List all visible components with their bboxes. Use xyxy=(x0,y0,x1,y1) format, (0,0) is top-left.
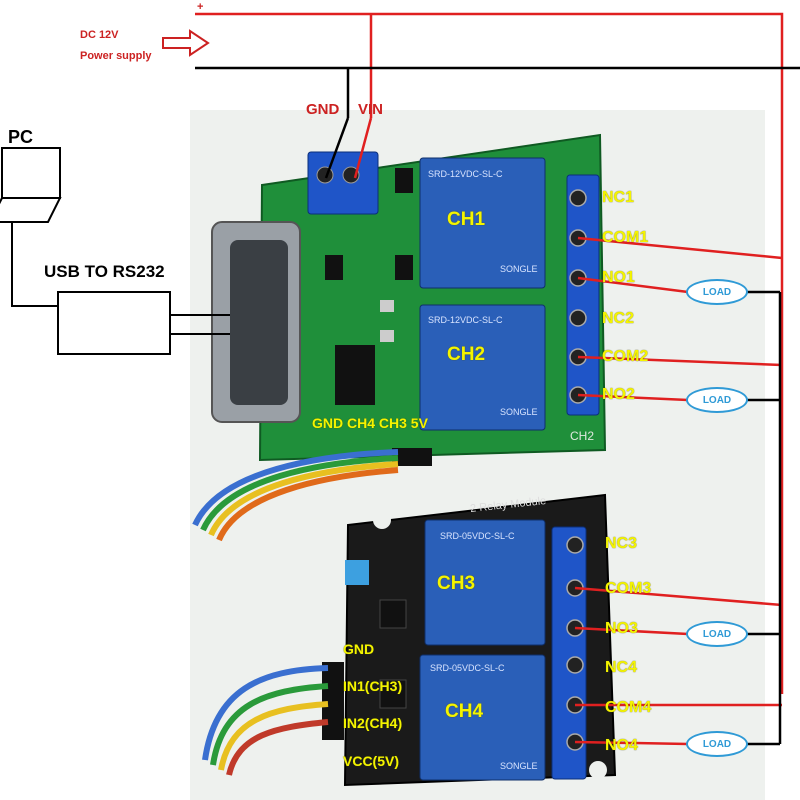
relay-model-ch4: SRD-05VDC-SL-C xyxy=(430,663,505,673)
power-positive-wire xyxy=(195,12,784,746)
relay-board-2 xyxy=(322,493,617,787)
relay-ch1 xyxy=(419,157,546,289)
load-4: LOAD xyxy=(686,731,748,757)
silk-ch2-label: CH2 xyxy=(570,429,595,443)
input-header-1 xyxy=(392,448,432,466)
terminal-vin-label: VIN xyxy=(358,101,384,118)
terminal-label-com1: COM1 xyxy=(602,229,649,246)
relay-label-ch2: CH2 xyxy=(447,344,486,365)
input-header-2 xyxy=(322,662,344,740)
relay-brand-ch1: SONGLE xyxy=(500,264,538,274)
input-label-vcc: VCC(5V) xyxy=(343,753,400,769)
terminal-label-no2: NO2 xyxy=(602,386,635,403)
pc-icon xyxy=(0,147,62,223)
terminal-label-nc1: NC1 xyxy=(602,189,635,206)
relay-ch2 xyxy=(419,304,546,431)
input-label-in2: IN2(CH4) xyxy=(343,715,403,731)
power-terminal-block xyxy=(307,151,379,215)
terminal-label-no4: NO4 xyxy=(605,737,638,754)
load-1: LOAD xyxy=(686,279,748,305)
terminal-label-nc4: NC4 xyxy=(605,659,638,676)
terminal-gnd-label: GND xyxy=(306,101,340,118)
relay-model-ch3: SRD-05VDC-SL-C xyxy=(440,531,515,541)
usb-rs232-label: USB TO RS232 xyxy=(44,262,165,281)
input-label-in1: IN1(CH3) xyxy=(343,678,403,694)
positive-marker: + xyxy=(197,1,204,13)
load-2: LOAD xyxy=(686,387,748,413)
usb-cable xyxy=(11,222,230,335)
terminal-label-nc2: NC2 xyxy=(602,310,635,327)
pc-label: PC xyxy=(8,127,34,147)
relay-label-ch3: CH3 xyxy=(437,573,476,594)
ic-chip xyxy=(335,345,375,405)
relay-model-ch2: SRD-12VDC-SL-C xyxy=(428,315,503,325)
relay-board-1 xyxy=(211,133,607,466)
header-pins-label: GND CH4 CH3 5V xyxy=(312,415,428,431)
usb-adapter-box xyxy=(57,291,171,355)
load-3: LOAD xyxy=(686,621,748,647)
jumper xyxy=(345,560,369,585)
relay-label-ch1: CH1 xyxy=(447,209,486,230)
ribbon-cable-2 xyxy=(202,665,329,776)
terminal-label-com2: COM2 xyxy=(602,348,649,365)
terminal-label-no1: NO1 xyxy=(602,269,635,286)
relay-brand-ch2: SONGLE xyxy=(500,407,538,417)
power-supply-label: Power supply xyxy=(80,50,152,62)
relay-model-ch1: SRD-12VDC-SL-C xyxy=(428,169,503,179)
terminal-label-com4: COM4 xyxy=(605,699,652,716)
power-arrow-icon xyxy=(162,29,210,57)
terminal-strip-1 xyxy=(566,174,600,416)
terminal-label-com3: COM3 xyxy=(605,580,652,597)
power-voltage-label: DC 12V xyxy=(80,29,119,41)
input-label-gnd: GND xyxy=(343,641,375,657)
terminal-label-nc3: NC3 xyxy=(605,535,638,552)
relay-label-ch4: CH4 xyxy=(445,701,484,722)
relay-brand-ch4: SONGLE xyxy=(500,761,538,771)
relay-ch3 xyxy=(424,519,546,646)
ribbon-cable-1 xyxy=(192,449,399,542)
relay-ch4 xyxy=(419,654,546,781)
power-ground-wire xyxy=(195,66,800,746)
terminal-label-no3: NO3 xyxy=(605,620,638,637)
